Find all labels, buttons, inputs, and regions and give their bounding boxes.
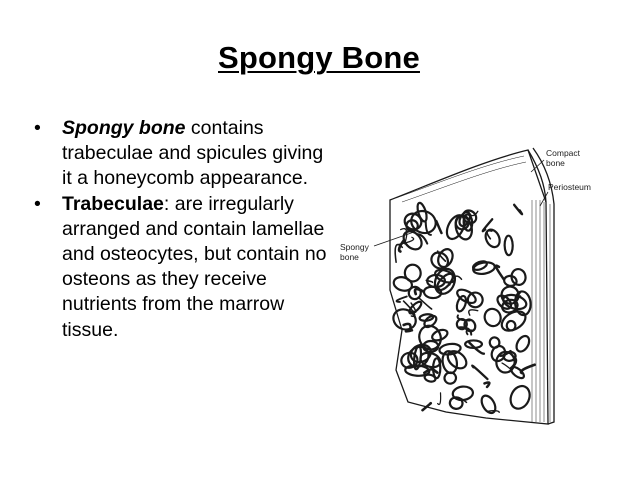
trabecula-strut [415,233,429,245]
bone-block-outline [389,147,555,425]
marrow-space [515,334,531,353]
trabecula-strut [456,314,471,322]
trabecula-strut [471,364,489,381]
trabecula-strut [481,218,494,233]
marrow-space [404,364,431,377]
trabecula-strut [515,291,522,299]
trabecula-strut [483,381,491,389]
marrow-space [403,263,422,283]
trabecula-strut [512,203,524,216]
marrow-space [438,342,462,356]
bullet-text: contains trabeculae and spicules giving … [62,117,324,190]
trabecula-strut [404,328,414,333]
bullet-text: : are irregularly arranged and contain l… [62,192,327,341]
trabecula-strut [421,401,433,412]
marrow-space [407,285,422,301]
marrow-space [443,371,458,385]
marrow-space [510,267,527,286]
trabecula-strut [437,392,442,406]
trabecula-strut [402,300,416,318]
marrow-space [433,267,457,295]
trabecula-strut [397,238,406,253]
trabecula-strut [402,322,412,333]
compact-bone-label-line2: bone [546,158,565,168]
trabecula-strut [448,275,463,286]
trabecula-strut [435,219,443,235]
compact-bone-texture [395,155,551,422]
marrow-space [472,261,496,276]
spongy-bone-label-line1: Spongy [340,242,369,252]
marrow-space [410,209,437,235]
marrow-space [462,213,474,232]
spongy-bone-label-line2: bone [340,252,359,262]
label-leader-lines [373,159,549,247]
trabecula-strut [417,296,433,310]
bullet-marker: • [34,192,41,215]
marrow-space [407,345,430,368]
marrow-space [503,234,514,257]
trabecula-strut [519,363,536,375]
bone-drawing [373,147,555,425]
marrow-space [490,344,507,363]
marrow-space [454,214,470,231]
marrow-space [456,288,477,305]
trabecula-strut [436,250,447,262]
trabecula-strut [425,279,434,284]
bullet-marker: • [34,117,41,139]
trabecula-strut [498,349,512,357]
marrow-space [458,210,472,228]
bullet-list: • Spongy bone contains trabeculae and sp… [34,116,334,343]
trabecular-network [392,201,536,415]
marrow-space [500,310,527,332]
trabecula-strut [431,367,439,374]
bullet-item: • Spongy bone contains trabeculae and sp… [34,116,334,192]
trabecula-strut [453,396,468,404]
trabecula-strut [410,302,417,313]
slide-title-text: Spongy Bone [218,40,420,75]
marrow-space [416,201,428,223]
marrow-space [431,357,442,380]
trabecula-strut [400,228,408,245]
marrow-space [509,384,531,410]
compact-bone-label: Compact bone [546,148,580,168]
marrow-space [480,394,497,415]
trabecula-strut [468,309,479,316]
marrow-space [483,307,502,328]
compact-bone-label-line1: Compact [546,148,581,158]
trabecula-strut [509,355,518,370]
marrow-space [484,228,501,249]
spongy-bone-label: Spongy bone [340,242,369,262]
bullet-lead-term: Trabeculae [62,192,164,215]
marrow-space [505,319,517,332]
marrow-space [472,260,488,271]
trabecula-strut [424,220,432,236]
trabecula-strut [486,410,500,413]
marrow-space [430,251,450,270]
marrow-space [451,385,475,402]
trabecula-strut [494,264,506,281]
trabecula-strut [395,295,408,303]
marrow-space [400,351,419,369]
marrow-space [455,294,468,313]
bullet-lead-term: Spongy bone [62,117,186,139]
marrow-space [403,212,423,231]
marrow-space [431,328,449,342]
marrow-space [446,350,468,370]
marrow-space [418,313,435,322]
trabecula-strut [458,326,473,336]
marrow-space [418,324,442,351]
trabecula-strut [413,287,424,296]
marrow-space [503,274,518,287]
trabecula-strut [468,210,479,217]
trabecula-strut [486,229,493,240]
spongy-bone-illustration: Compact bone Periosteum Spongy bone [336,130,618,430]
periosteum-label: Periosteum [548,182,591,192]
slide-title: Spongy Bone [0,40,638,76]
marrow-space [423,373,437,383]
trabecula-strut [468,341,486,355]
bullet-item: • Trabeculae: are irregularly arranged an… [34,192,334,343]
